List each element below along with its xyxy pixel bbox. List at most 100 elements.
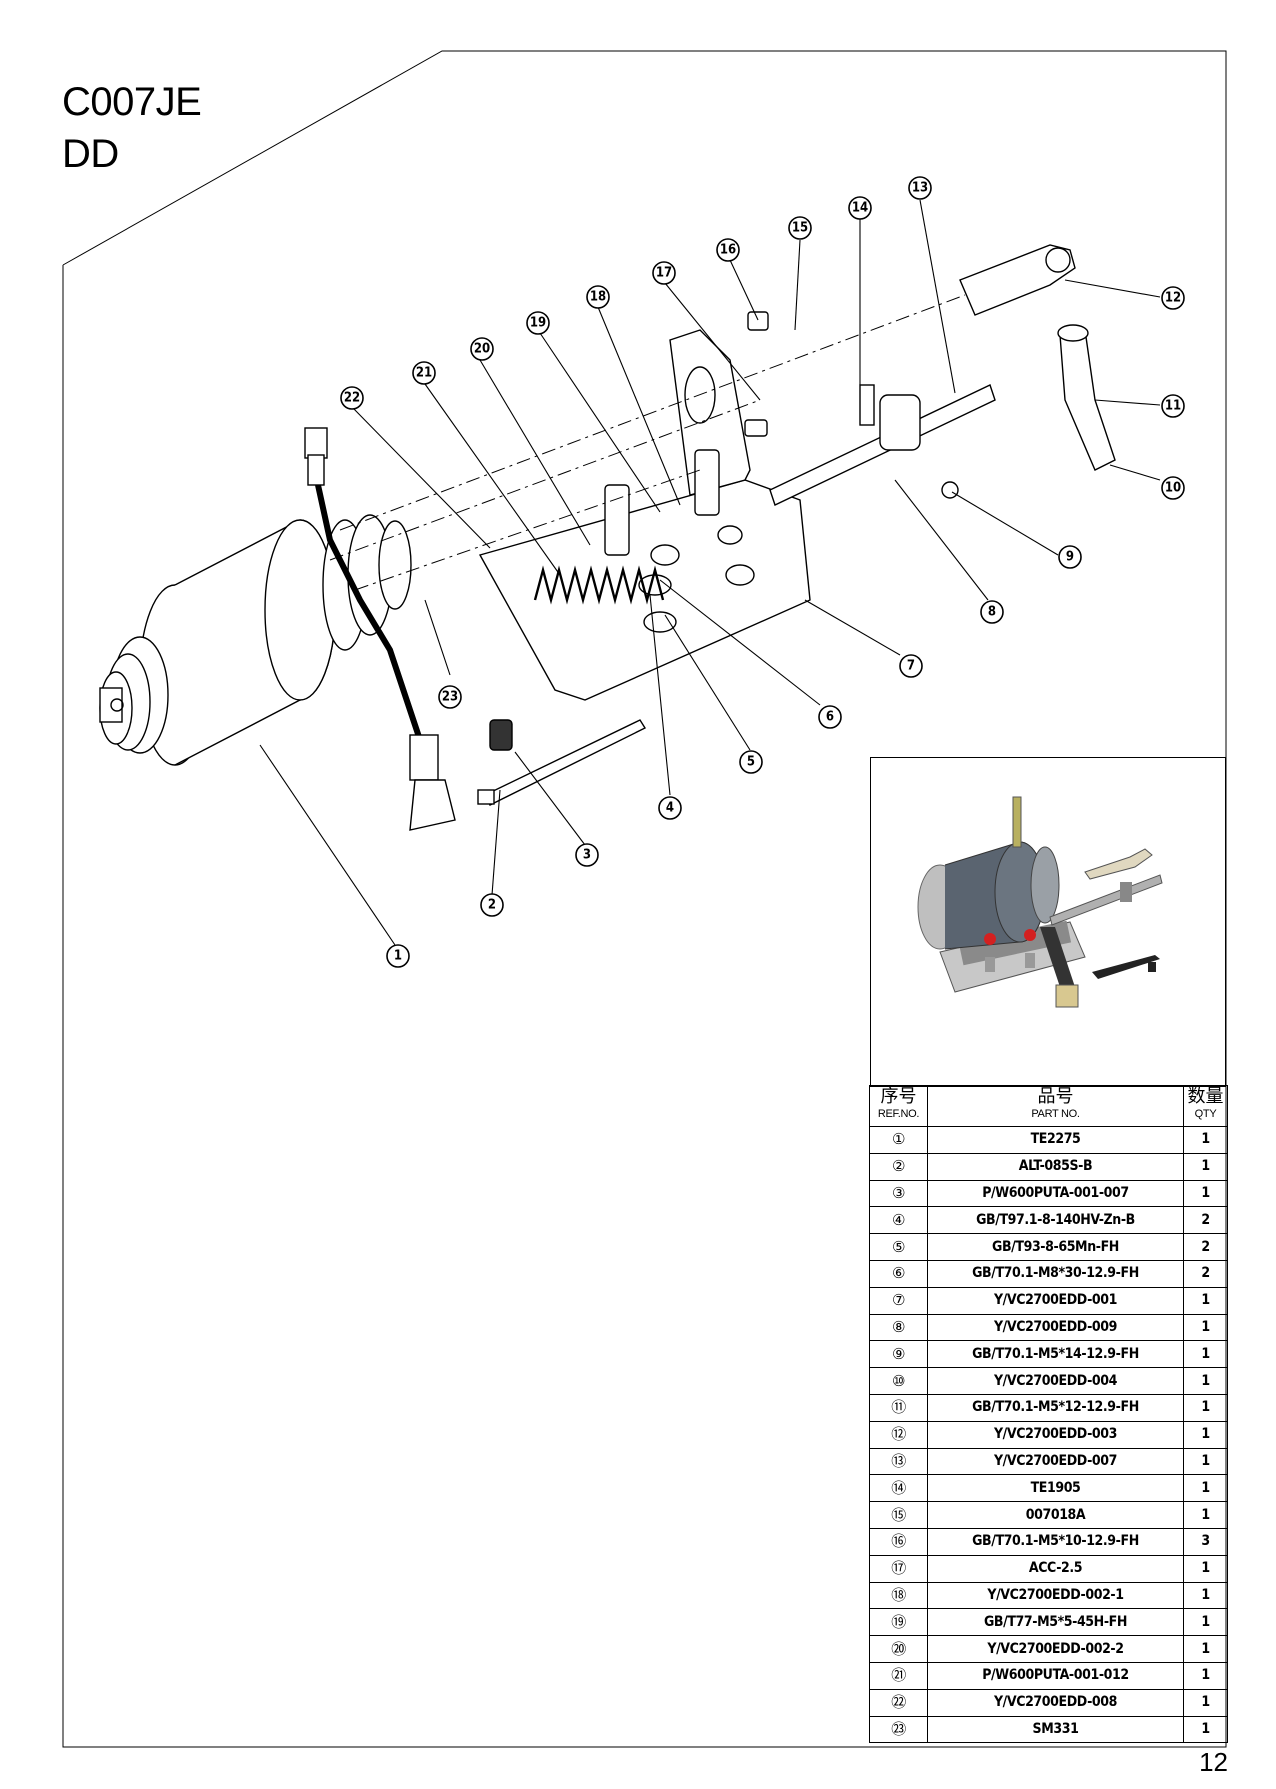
qty-cell: 1 (1183, 1152, 1228, 1181)
qty-cell: 1 (1183, 1581, 1228, 1610)
part-cell: Y/VC2700EDD-001 (927, 1286, 1184, 1315)
screws-drawing (604, 311, 769, 633)
callout-4: 4 (658, 796, 682, 820)
callout-19: 19 (526, 311, 550, 335)
callout-18: 18 (586, 285, 610, 309)
callout-23: 23 (438, 685, 462, 709)
ref-cell: ㉑ (869, 1661, 928, 1690)
callout-17: 17 (652, 261, 676, 285)
svg-text:12: 12 (1165, 291, 1181, 306)
qty-cell: 3 (1183, 1527, 1228, 1556)
ref-cell: ⑭ (869, 1474, 928, 1503)
qty-cell: 1 (1183, 1179, 1228, 1208)
svg-text:20: 20 (474, 342, 490, 357)
qty-cell: 2 (1183, 1206, 1228, 1235)
callout-13: 13 (908, 176, 932, 200)
qty-cell: 1 (1183, 1715, 1228, 1744)
part-cell: Y/VC2700EDD-009 (927, 1313, 1184, 1342)
ref-cell: ① (869, 1126, 928, 1154)
ref-cell: ⑳ (869, 1635, 928, 1663)
part-cell: GB/T93-8-65Mn-FH (927, 1233, 1184, 1261)
part-cell: TE2275 (927, 1126, 1184, 1154)
callout-labels: 1 2 3 4 5 6 7 8 9 10 11 12 13 14 15 16 1… (340, 176, 1185, 968)
part-cell: 007018A (927, 1501, 1184, 1529)
ref-cell: ⑨ (869, 1340, 928, 1369)
shaft-drawing (769, 384, 996, 506)
svg-text:14: 14 (852, 201, 868, 216)
ref-cell: ⑮ (869, 1501, 928, 1529)
svg-text:8: 8 (988, 605, 996, 620)
part-cell: SM331 (927, 1715, 1184, 1744)
qty-cell: 2 (1183, 1259, 1228, 1288)
page-number: 12 (1199, 1747, 1228, 1777)
svg-text:16: 16 (720, 243, 736, 258)
svg-text:4: 4 (666, 801, 674, 816)
part-cell: P/W600PUTA-001-007 (927, 1179, 1184, 1208)
qty-cell: 1 (1183, 1367, 1228, 1395)
svg-text:2: 2 (488, 898, 496, 913)
callout-15: 15 (788, 216, 812, 240)
part-cell: Y/VC2700EDD-004 (927, 1367, 1184, 1395)
ref-cell: ⑰ (869, 1554, 928, 1583)
motor-drawing (99, 519, 336, 766)
svg-text:7: 7 (907, 659, 915, 674)
ref-cell: ⑥ (869, 1259, 928, 1288)
svg-text:17: 17 (656, 266, 672, 281)
part-cell: P/W600PUTA-001-012 (927, 1661, 1184, 1690)
qty-cell: 1 (1183, 1286, 1228, 1315)
ref-cell: ② (869, 1152, 928, 1181)
ref-cell: ⑬ (869, 1447, 928, 1476)
part-cell: GB/T97.1-8-140HV-Zn-B (927, 1206, 1184, 1235)
svg-text:3: 3 (583, 848, 591, 863)
callout-12: 12 (1161, 286, 1185, 310)
sensor-cable-drawing (304, 427, 456, 831)
qty-cell: 1 (1183, 1554, 1228, 1583)
callout-16: 16 (716, 238, 740, 262)
ref-cell: ㉓ (869, 1715, 928, 1744)
callout-6: 6 (818, 705, 842, 729)
qty-cell: 2 (1183, 1233, 1228, 1261)
qty-cell: 1 (1183, 1393, 1228, 1422)
callout-1: 1 (386, 944, 410, 968)
svg-text:10: 10 (1165, 481, 1181, 496)
part-cell: GB/T70.1-M5*12-12.9-FH (927, 1393, 1184, 1422)
ref-cell: ⑯ (869, 1527, 928, 1556)
part-cell: Y/VC2700EDD-007 (927, 1447, 1184, 1476)
svg-text:21: 21 (416, 366, 432, 381)
qty-cell: 1 (1183, 1447, 1228, 1476)
callout-8: 8 (980, 600, 1004, 624)
qty-cell: 1 (1183, 1313, 1228, 1342)
svg-text:15: 15 (792, 221, 808, 236)
part-cell: ACC-2.5 (927, 1554, 1184, 1583)
svg-text:22: 22 (344, 391, 360, 406)
part-cell: GB/T70.1-M5*14-12.9-FH (927, 1340, 1184, 1369)
assembly-preview-image (870, 757, 1226, 1087)
callout-7: 7 (899, 654, 923, 678)
part-cell: Y/VC2700EDD-002-2 (927, 1635, 1184, 1663)
mounting-plate-drawing (478, 329, 811, 701)
pulley-drawing (322, 514, 412, 651)
qty-cell: 1 (1183, 1126, 1228, 1154)
svg-text:6: 6 (826, 710, 834, 725)
ref-cell: ⑧ (869, 1313, 928, 1342)
model-subtitle: DD (62, 132, 119, 176)
model-title: C007JE (62, 80, 202, 124)
cable-tie-drawing (477, 719, 647, 806)
